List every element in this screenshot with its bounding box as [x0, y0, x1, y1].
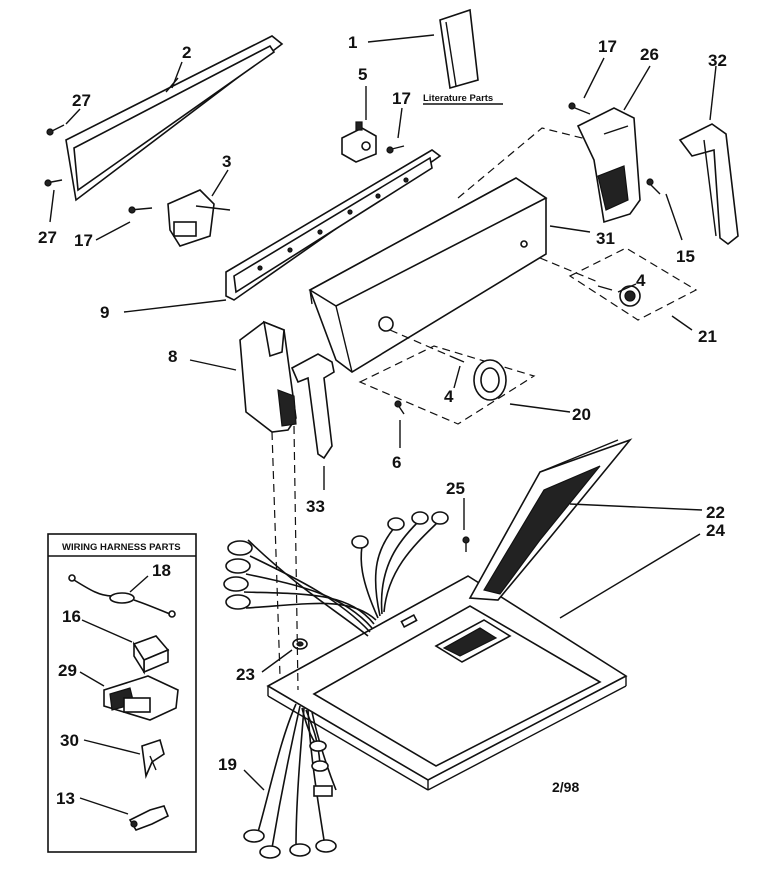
end-cap-part-8: [239, 320, 297, 433]
screw-17-left: [128, 206, 153, 214]
connector-part-16: [132, 635, 170, 675]
terminal-part-13: [128, 805, 170, 831]
callout-8: 8: [168, 347, 177, 366]
callout-33: 33: [306, 497, 325, 516]
callout-16: 16: [62, 607, 81, 626]
callout-3: 3: [222, 152, 231, 171]
literature-part: [439, 8, 479, 90]
callout-2: 2: [182, 43, 191, 62]
console-part-31: [308, 177, 548, 373]
callout-31: 31: [596, 229, 615, 248]
callout-20: 20: [572, 405, 591, 424]
end-cap-part-26: [576, 107, 641, 224]
end-cap-trim-part-32: [678, 123, 739, 246]
callout-23: 23: [236, 665, 255, 684]
clip-part-30: [141, 738, 165, 779]
callout-15: 15: [676, 247, 695, 266]
top-panel-part-24: [266, 575, 628, 791]
wire-harness-part-19: [243, 703, 337, 859]
callout-6: 6: [392, 453, 401, 472]
callout-17-left: 17: [74, 231, 93, 250]
date-code: 2/98: [552, 779, 579, 795]
terminal-block-part-29: [103, 675, 179, 721]
callout-5: 5: [358, 65, 367, 84]
screw-27-lower: [44, 179, 63, 187]
screw-17-middle: [386, 145, 405, 154]
callout-25: 25: [446, 479, 465, 498]
screw-6: [394, 400, 405, 415]
timer-part-3: [167, 189, 231, 247]
callout-30: 30: [60, 731, 79, 750]
callout-17-middle: 17: [392, 89, 411, 108]
callout-24: 24: [706, 521, 725, 540]
callout-19: 19: [218, 755, 237, 774]
wiring-box-title: WIRING HARNESS PARTS: [62, 542, 181, 553]
screw-25: [462, 536, 470, 552]
callout-18: 18: [152, 561, 171, 580]
grommet-23: [292, 638, 308, 650]
callout-21: 21: [698, 327, 717, 346]
screw-15: [646, 178, 661, 195]
end-cap-trim-part-33: [290, 353, 335, 460]
callout-13: 13: [56, 789, 75, 808]
thermal-fuse-part-18: [68, 574, 176, 618]
callout-26: 26: [640, 45, 659, 64]
rear-panel-part: [65, 35, 284, 202]
literature-parts-label: Literature Parts: [423, 93, 493, 104]
callout-22: 22: [706, 503, 725, 522]
callout-32: 32: [708, 51, 727, 70]
screw-17-right: [568, 102, 591, 115]
screw-27-upper: [46, 124, 65, 136]
control-panel-part-9: [225, 149, 442, 301]
wire-harness-upper: [223, 511, 449, 637]
callout-9: 9: [100, 303, 109, 322]
callout-17-right: 17: [598, 37, 617, 56]
callout-4-middle: 4: [444, 387, 454, 406]
knob-group-20: [358, 329, 536, 425]
callout-27-lower: 27: [38, 228, 57, 247]
callout-1: 1: [348, 33, 357, 52]
callout-29: 29: [58, 661, 77, 680]
knob-group-21: [539, 247, 698, 321]
moisture-sensor-part-22: [468, 438, 633, 601]
switch-part-5: [341, 121, 377, 163]
callout-4-right: 4: [636, 271, 646, 290]
callout-27-upper: 27: [72, 91, 91, 110]
